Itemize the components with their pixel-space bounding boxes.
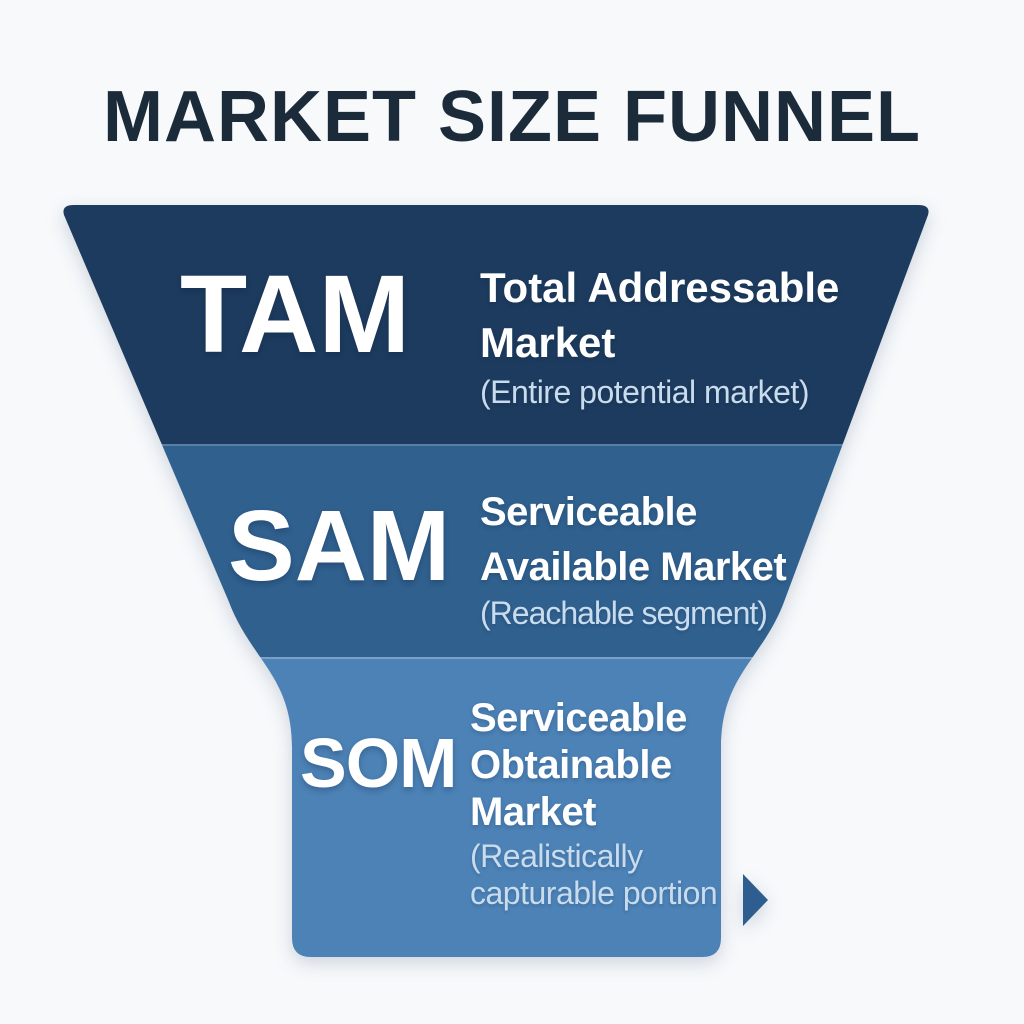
- tam-note: (Entire potential market): [480, 373, 809, 411]
- som-note-line: capturable portion: [470, 875, 718, 911]
- tam-note-line: (Entire potential market): [480, 374, 809, 410]
- som-name: Serviceable Obtainable Market: [470, 695, 687, 836]
- tam-name-line: Total Addressable: [480, 264, 840, 311]
- sam-name-line: Serviceable: [480, 490, 697, 534]
- sam-name-line: Available Market: [480, 545, 787, 589]
- sam-note: (Reachable segment): [480, 594, 768, 632]
- som-name-line: Market: [470, 790, 596, 834]
- funnel-tier-tam-shape: [63, 205, 929, 444]
- sam-abbr-label: SAM: [228, 490, 451, 602]
- tier-divider-sam-som: [63, 657, 929, 659]
- sam-note-line: (Reachable segment): [480, 595, 768, 631]
- som-abbr-label: SOM: [300, 724, 457, 802]
- tier-divider-tam-sam: [63, 444, 929, 446]
- som-name-line: Obtainable: [470, 743, 672, 787]
- sam-name: Serviceable Available Market: [480, 485, 787, 595]
- tam-name: Total Addressable Market: [480, 260, 839, 370]
- som-note: (Realistically capturable portion: [470, 838, 718, 912]
- som-note-line: (Realistically: [470, 838, 643, 874]
- right-arrow-icon: [743, 874, 768, 926]
- som-name-line: Serviceable: [470, 696, 687, 740]
- page-title: MARKET SIZE FUNNEL: [103, 77, 921, 157]
- tam-name-line: Market: [480, 319, 616, 366]
- tam-abbr-label: TAM: [180, 253, 411, 376]
